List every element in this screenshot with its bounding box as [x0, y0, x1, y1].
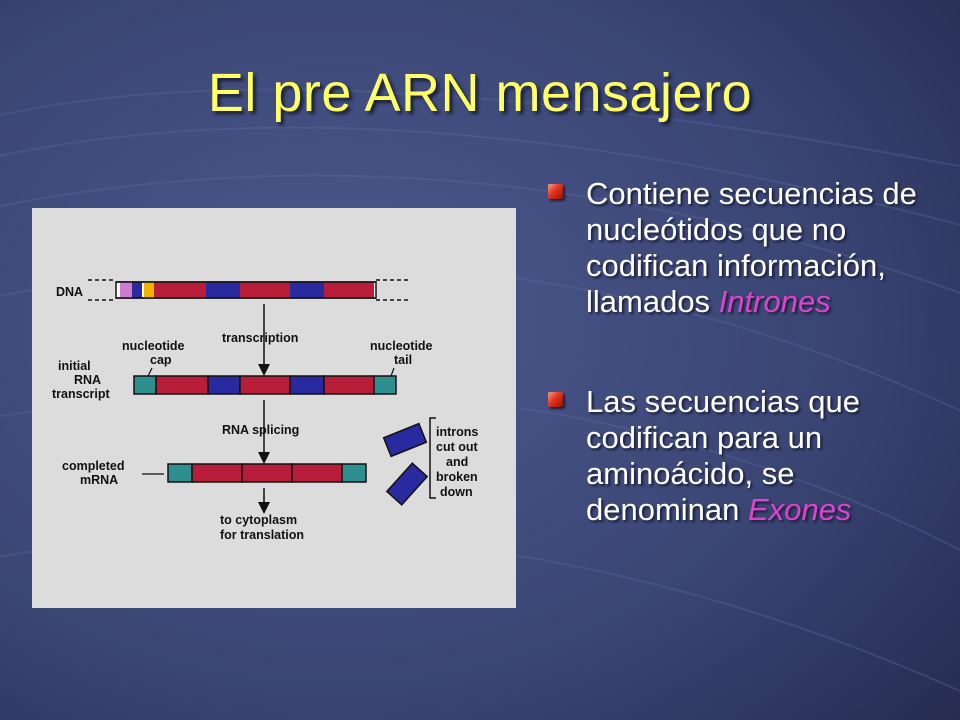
rna-tail	[373, 375, 397, 395]
bullet-text: Contiene secuencias de nucleótidos que n…	[586, 176, 917, 319]
bullet-square-icon	[548, 392, 563, 407]
rna-exon	[155, 375, 209, 395]
dna-label: DNA	[56, 285, 83, 299]
mrna-exon	[291, 463, 343, 483]
completed-mrna-label-line1: completed	[62, 459, 125, 473]
dna-exon	[240, 282, 290, 298]
excised-intron	[385, 462, 429, 506]
bullet-item-exones: Las secuencias que codifican para un ami…	[548, 384, 956, 528]
mrna-tail	[341, 463, 367, 483]
introns-label-line4: broken	[436, 470, 478, 484]
dna-strand	[88, 279, 408, 301]
dna-intron	[290, 282, 324, 298]
excised-introns	[382, 422, 429, 506]
bullet-list: Contiene secuencias de nucleótidos que n…	[548, 176, 956, 528]
nucleotide-tail-label-line1: nucleotide	[370, 339, 433, 353]
completed-mrna	[167, 463, 367, 483]
nucleotide-cap-label-line2: cap	[150, 353, 172, 367]
rna-exon	[323, 375, 375, 395]
rna-exon	[239, 375, 291, 395]
slide-title: El pre ARN mensajero	[207, 63, 753, 123]
mrna-exon	[241, 463, 293, 483]
rna-splicing-label: RNA splicing	[222, 423, 299, 437]
bullet-text: Las secuencias que codifican para un ami…	[586, 384, 861, 527]
initial-transcript-label-line2: RNA	[74, 373, 101, 387]
introns-label-line3: and	[446, 455, 468, 469]
completed-mrna-label-line2: mRNA	[80, 473, 118, 487]
bullet-square-icon	[548, 184, 563, 199]
highlighted-term: Exones	[748, 492, 852, 527]
dna-intron	[206, 282, 240, 298]
excised-intron	[382, 422, 428, 458]
highlighted-term: Intrones	[718, 284, 831, 319]
cytoplasm-label-line2: for translation	[220, 528, 304, 542]
mrna-exon	[191, 463, 243, 483]
transcription-label: transcription	[222, 331, 298, 345]
nucleotide-cap-label-line1: nucleotide	[122, 339, 185, 353]
rna-intron	[289, 375, 325, 395]
mrna-splicing-diagram: DNA transcription nucleotide cap nucleot…	[32, 208, 516, 608]
introns-label-line1: introns	[436, 425, 478, 439]
initial-transcript-label-line1: initial	[58, 359, 91, 373]
dna-regulatory-segment	[132, 282, 142, 298]
dna-promoter-segment	[120, 282, 132, 298]
mrna-cap	[167, 463, 193, 483]
rna-cap	[133, 375, 157, 395]
dna-start-segment	[144, 282, 154, 298]
cytoplasm-label-line1: to cytoplasm	[220, 513, 297, 527]
diagram-canvas: DNA transcription nucleotide cap nucleot…	[52, 279, 478, 542]
introns-label-line2: cut out	[436, 440, 478, 454]
initial-transcript-label-line3: transcript	[52, 387, 110, 401]
introns-bracket	[429, 417, 436, 499]
dna-exon	[154, 282, 206, 298]
dna-exon	[324, 282, 374, 298]
bullet-item-intrones: Contiene secuencias de nucleótidos que n…	[548, 176, 956, 320]
initial-rna-transcript	[133, 375, 397, 395]
rna-intron	[207, 375, 241, 395]
nucleotide-tail-label-line2: tail	[394, 353, 412, 367]
introns-label-line5: down	[440, 485, 473, 499]
